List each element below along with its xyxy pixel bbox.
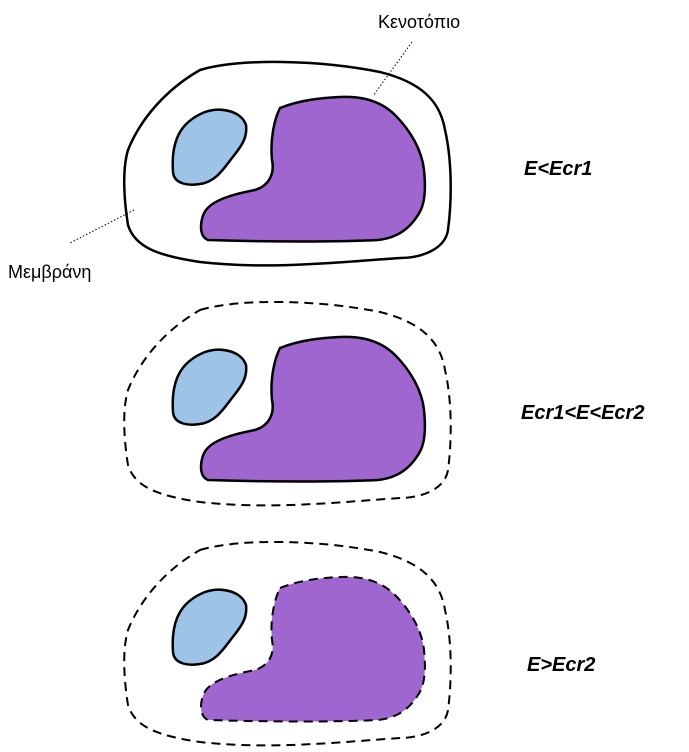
- stage-1-condition: E<Ecr1: [524, 158, 592, 181]
- stage-1: [124, 62, 450, 265]
- vacancy-label: Κενοτόπιο: [378, 12, 460, 33]
- membrane-label: Μεμβράνη: [8, 262, 91, 283]
- membrane-leader-line: [70, 210, 134, 243]
- stage-2-condition: Ecr1<E<Ecr2: [521, 402, 644, 425]
- stage-3: [124, 542, 450, 745]
- stage-3-condition: E>Ecr2: [527, 654, 595, 677]
- stage-2: [124, 302, 450, 505]
